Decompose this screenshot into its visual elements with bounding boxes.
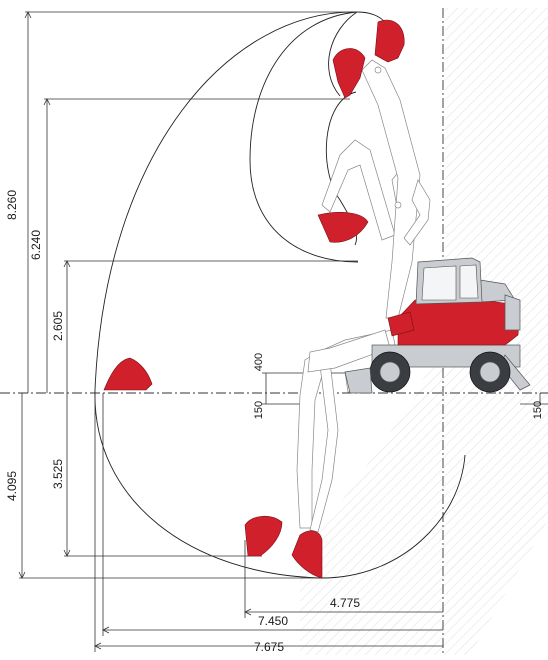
bucket-top xyxy=(374,19,405,63)
hatched-background xyxy=(300,8,548,655)
dim-6240 xyxy=(43,98,350,393)
bucket-mid xyxy=(317,212,369,243)
dim-3525 xyxy=(63,393,262,557)
label-150-right: 150 xyxy=(532,401,544,419)
label-2605: 2.605 xyxy=(51,311,65,341)
label-3525: 3.525 xyxy=(51,459,65,489)
label-6240: 6.240 xyxy=(29,230,43,260)
label-400: 400 xyxy=(253,353,265,371)
dim-8260 xyxy=(24,11,360,393)
bucket-bottom xyxy=(291,530,323,579)
dim-7675 xyxy=(94,393,443,652)
outer-envelope-curve xyxy=(94,11,466,579)
label-8260: 8.260 xyxy=(5,190,19,220)
label-4775: 4.775 xyxy=(330,596,360,610)
inner-arc-small xyxy=(328,11,358,97)
bucket-far-left xyxy=(103,357,153,391)
dim-4775 xyxy=(244,540,443,618)
dim-7450 xyxy=(102,393,443,636)
dim-4095 xyxy=(18,393,322,579)
excavator xyxy=(344,257,531,394)
bucket-deep xyxy=(244,516,283,557)
main-boom xyxy=(361,59,431,319)
label-7675: 7.675 xyxy=(254,640,284,654)
label-150-left: 150 xyxy=(253,401,265,419)
label-4095: 4.095 xyxy=(5,471,19,501)
dim-150-right xyxy=(520,393,548,405)
dim-2605 xyxy=(63,260,358,393)
inner-envelope-curve xyxy=(249,11,359,263)
bucket-top-left xyxy=(332,48,366,99)
label-7450: 7.450 xyxy=(258,614,288,628)
